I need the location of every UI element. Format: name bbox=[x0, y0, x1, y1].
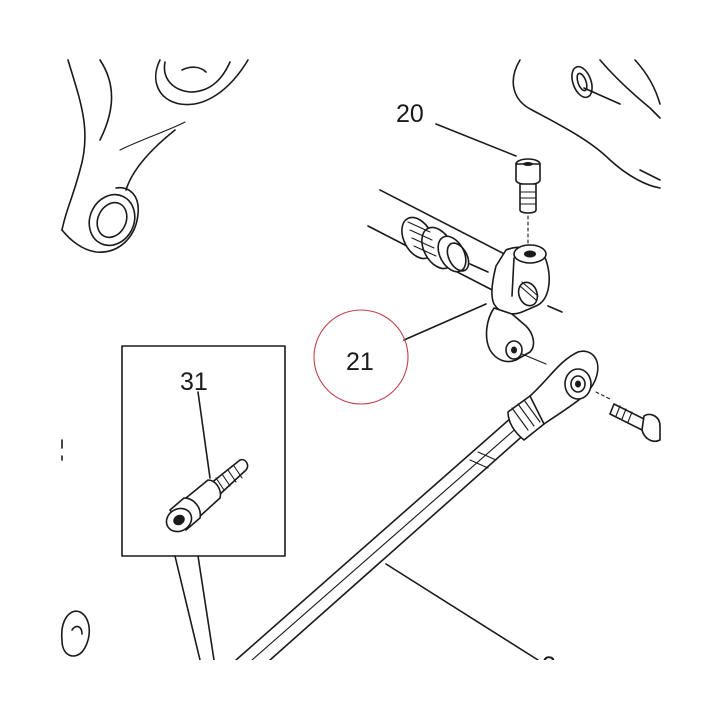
leader-21 bbox=[403, 303, 487, 341]
tie-rod bbox=[235, 350, 613, 661]
callout-21-label: 21 bbox=[346, 348, 374, 376]
bracket-casting-right bbox=[512, 59, 661, 189]
leader-20 bbox=[435, 123, 517, 157]
callout-20-label: 20 bbox=[396, 100, 424, 128]
leader-31 bbox=[197, 391, 211, 479]
clamp-lever bbox=[485, 244, 550, 365]
housing-casting-left bbox=[61, 59, 249, 253]
fragment-bottom-left bbox=[60, 439, 91, 657]
spline-collar-2 bbox=[437, 235, 470, 273]
leader-bottom bbox=[385, 563, 539, 661]
bolt-right bbox=[609, 403, 661, 443]
callout-31-label: 31 bbox=[180, 368, 208, 396]
bolt-20 bbox=[515, 158, 541, 247]
splined-shaft bbox=[367, 189, 563, 313]
highlight-circle bbox=[313, 309, 409, 405]
inset-detail-box bbox=[121, 345, 286, 661]
stud-bolt-31 bbox=[165, 458, 249, 533]
